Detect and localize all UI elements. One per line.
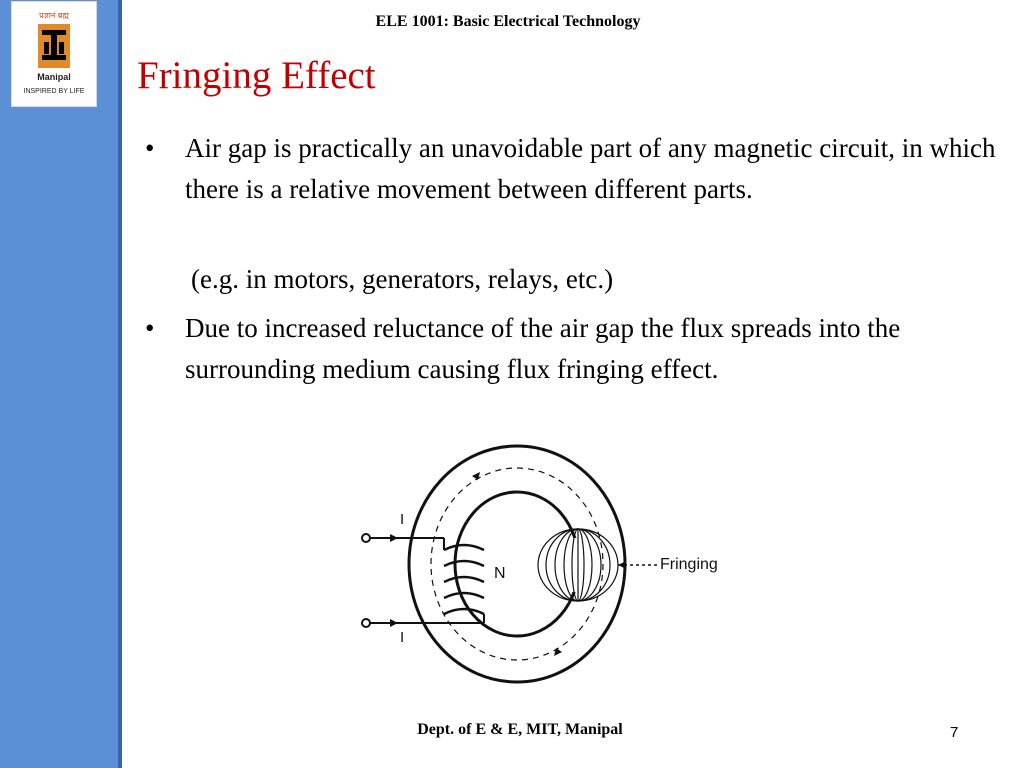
footer-dept: Dept. of E & E, MIT, Manipal bbox=[417, 721, 623, 738]
core-outer-ring bbox=[407, 444, 627, 684]
turns-label: N bbox=[494, 565, 506, 582]
terminal-bottom bbox=[361, 618, 371, 628]
bullet-item: • Air gap is practically an unavoidable … bbox=[145, 128, 1005, 210]
flux-path bbox=[430, 467, 604, 661]
core-inner-ring bbox=[453, 490, 581, 638]
fringing-diagram: Fringing I I N bbox=[361, 444, 718, 684]
logo-motto: प्रज्ञानं ब्रह्म bbox=[39, 11, 69, 20]
manipal-emblem-icon bbox=[38, 24, 70, 68]
course-header: ELE 1001: Basic Electrical Technology bbox=[375, 13, 641, 30]
current-label-top: I bbox=[400, 511, 404, 528]
terminal-top bbox=[361, 533, 371, 543]
fringing-label: Fringing bbox=[660, 556, 718, 573]
coil-winding bbox=[443, 543, 485, 616]
logo-brand: Manipal bbox=[37, 72, 71, 82]
lead-wires bbox=[368, 537, 485, 624]
example-note: (e.g. in motors, generators, relays, etc… bbox=[191, 264, 614, 294]
slide-title: Fringing Effect bbox=[137, 54, 376, 97]
bullet-text: Due to increased reluctance of the air g… bbox=[185, 313, 901, 384]
bullet-text: Air gap is practically an unavoidable pa… bbox=[185, 133, 996, 204]
page-number: 7 bbox=[950, 724, 959, 741]
sidebar bbox=[0, 0, 122, 768]
bullet-marker: • bbox=[145, 313, 155, 343]
institute-logo: प्रज्ञानं ब्रह्म Manipal INSPIRED BY LIF… bbox=[11, 1, 97, 107]
bullet-marker: • bbox=[145, 133, 155, 163]
current-label-bottom: I bbox=[400, 629, 404, 646]
fringing-flux-lines bbox=[537, 528, 619, 602]
bullet-item: • Due to increased reluctance of the air… bbox=[145, 308, 1005, 390]
logo-tagline: INSPIRED BY LIFE bbox=[23, 88, 85, 95]
